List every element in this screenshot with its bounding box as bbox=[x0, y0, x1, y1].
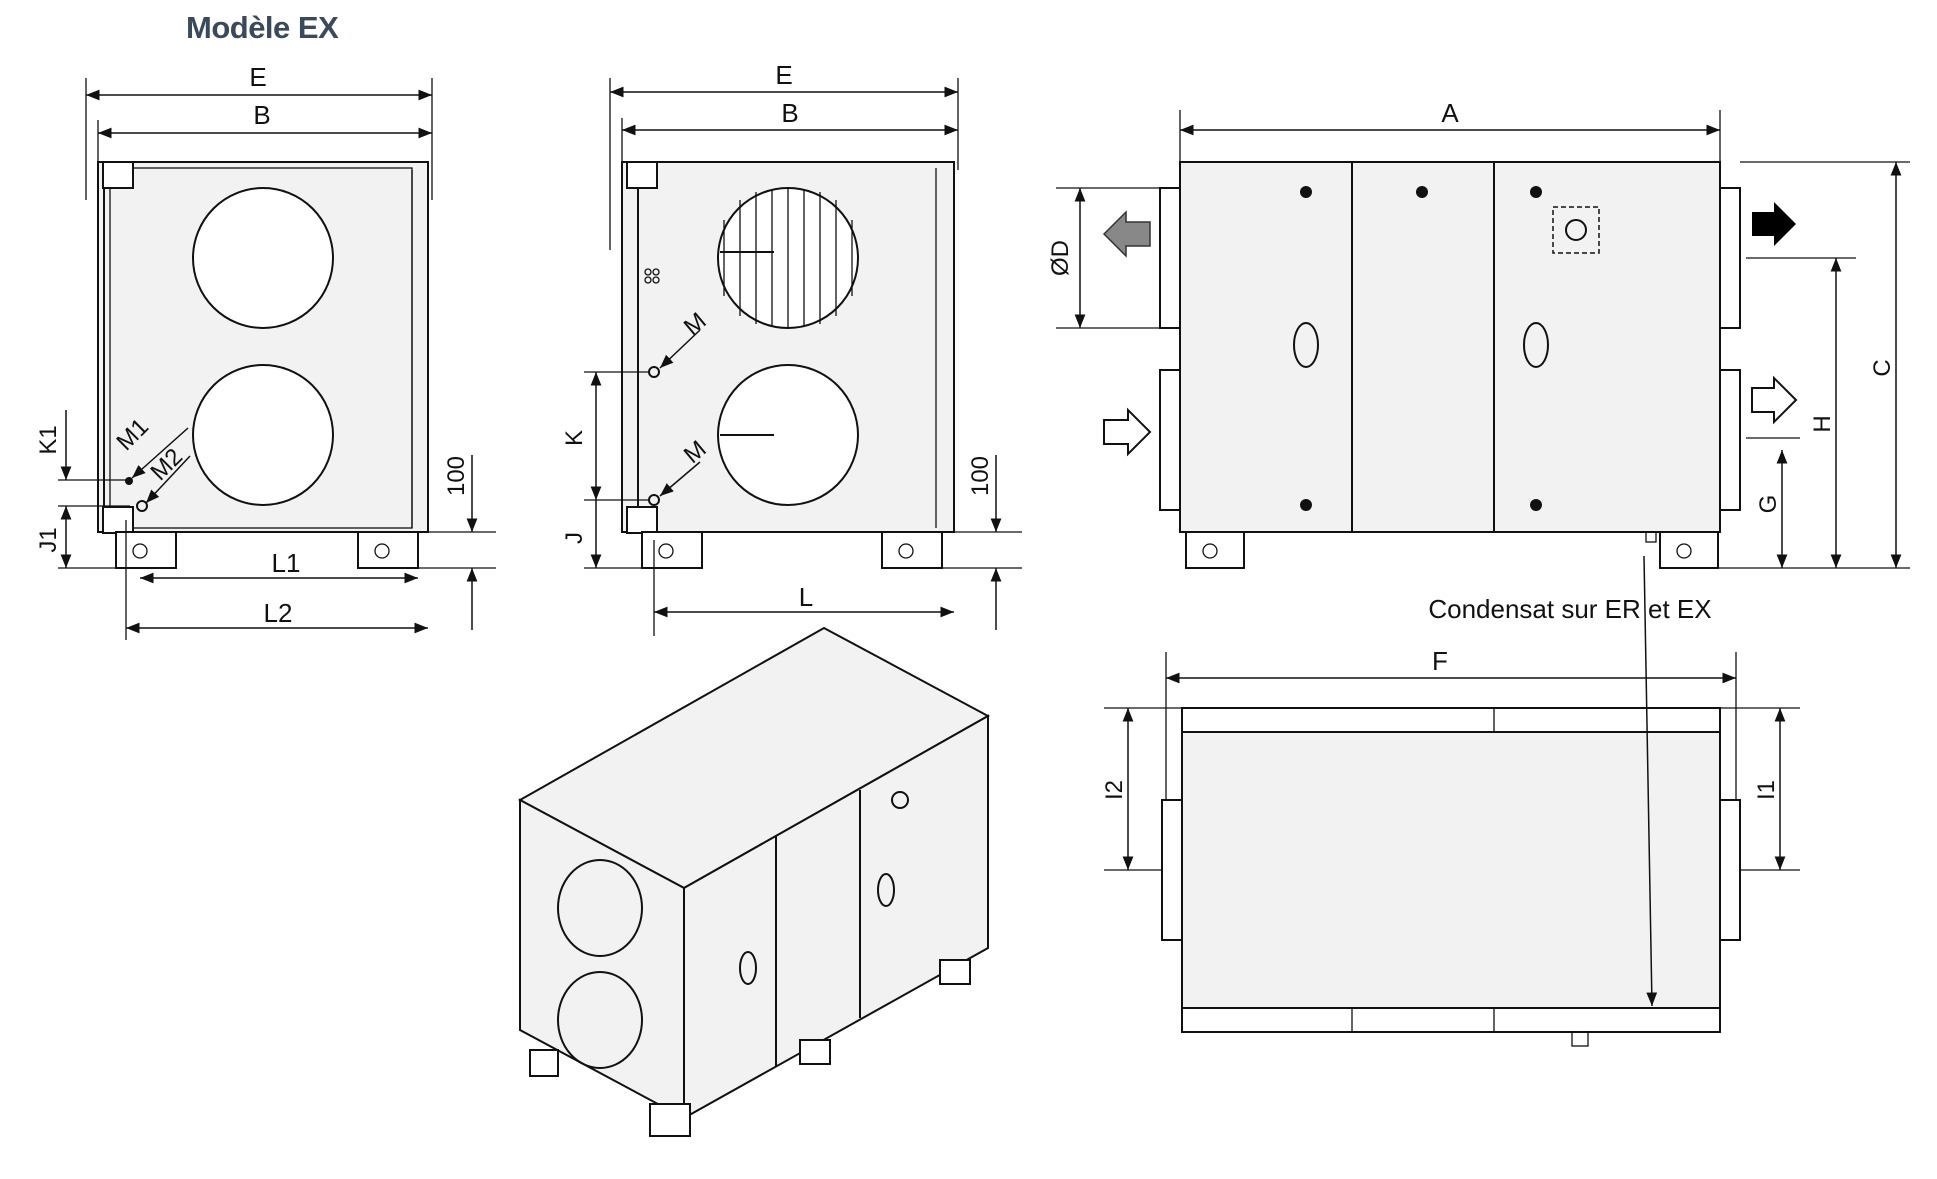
dim-label-l1: L1 bbox=[272, 548, 301, 578]
dim-label-b1: B bbox=[253, 100, 270, 130]
dim-label-e1: E bbox=[249, 62, 266, 92]
dim-label-k: K bbox=[561, 430, 588, 446]
dim-label-i2: I2 bbox=[1101, 780, 1128, 800]
isometric-view bbox=[517, 626, 991, 1137]
dim-label-i1: I1 bbox=[1753, 780, 1780, 800]
dim-label-d: ØD bbox=[1047, 240, 1074, 276]
end-view-left bbox=[58, 78, 496, 640]
dim-label-l: L bbox=[799, 582, 813, 612]
condensate-note: Condensat sur ER et EX bbox=[1428, 594, 1711, 624]
dim-label-100b: 100 bbox=[967, 456, 994, 496]
dim-label-b2: B bbox=[781, 98, 798, 128]
dim-label-j: J bbox=[561, 532, 588, 544]
dim-label-f: F bbox=[1432, 646, 1448, 676]
end-view-middle bbox=[584, 78, 1022, 636]
dim-label-h: H bbox=[1809, 415, 1836, 432]
dim-label-l2: L2 bbox=[264, 598, 293, 628]
model-title: Modèle EX bbox=[186, 10, 339, 45]
dim-label-j1: J1 bbox=[35, 527, 62, 552]
top-view bbox=[1104, 555, 1800, 1047]
dim-label-e2: E bbox=[775, 60, 792, 90]
dim-label-c: C bbox=[1869, 359, 1896, 376]
dim-label-100a: 100 bbox=[443, 456, 470, 496]
dim-label-k1: K1 bbox=[35, 425, 62, 454]
dim-label-g: G bbox=[1755, 495, 1782, 514]
front-view bbox=[1056, 110, 1910, 569]
dim-label-a: A bbox=[1441, 98, 1459, 128]
